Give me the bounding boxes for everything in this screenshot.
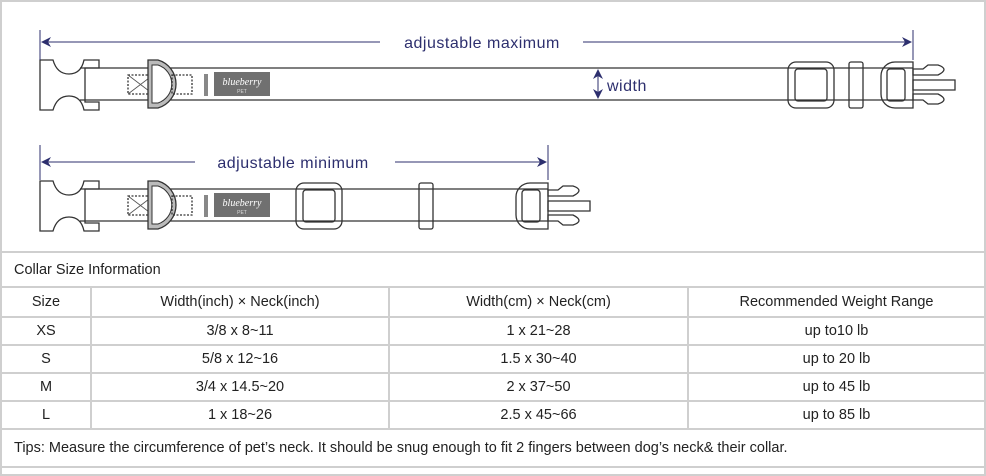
width-label: width (606, 78, 647, 95)
buckle-prongs (547, 185, 591, 226)
male-buckle (880, 61, 914, 109)
cell-weight: up to 20 lb (687, 344, 986, 374)
header-inch: Width(inch) × Neck(inch) (90, 286, 390, 318)
table-title: Collar Size Information (0, 251, 986, 288)
stitch-box (127, 195, 154, 216)
header-size: Size (0, 286, 92, 318)
cell-weight: up to 45 lb (687, 372, 986, 402)
cell-weight: up to 85 lb (687, 400, 986, 430)
collar-max-illustration: blueberry PET (39, 59, 956, 111)
collar-min-illustration: blueberry PET (39, 180, 591, 232)
female-buckle (39, 59, 100, 111)
stitch-box (127, 74, 154, 95)
adjustable-minimum-label: adjustable minimum (217, 155, 368, 172)
adjustable-maximum-label: adjustable maximum (404, 35, 560, 52)
header-cm: Width(cm) × Neck(cm) (388, 286, 689, 318)
table-header-row: Size Width(inch) × Neck(inch) Width(cm) … (0, 286, 986, 318)
slide-adjuster (787, 61, 835, 109)
tips-text: Tips: Measure the circumference of pet’s… (0, 428, 986, 468)
brand-logo (214, 193, 270, 217)
female-buckle (39, 180, 100, 232)
cell-cm: 1.5 x 30~40 (388, 344, 689, 374)
svg-text:PET: PET (237, 89, 247, 95)
cell-inch: 5/8 x 12~16 (90, 344, 390, 374)
cell-size: S (0, 344, 92, 374)
cell-cm: 2 x 37~50 (388, 372, 689, 402)
svg-text:PET: PET (237, 210, 247, 216)
header-weight: Recommended Weight Range (687, 286, 986, 318)
cell-size: L (0, 400, 92, 430)
cell-cm: 1 x 21~28 (388, 316, 689, 346)
buckle-prongs (912, 64, 956, 105)
strap-keeper (418, 182, 434, 230)
brand-logo (214, 72, 270, 96)
slide-adjuster (295, 182, 343, 230)
strap-keeper (848, 61, 864, 109)
male-buckle (515, 182, 549, 230)
cell-weight: up to10 lb (687, 316, 986, 346)
cell-size: M (0, 372, 92, 402)
collar-diagram: blueberry PET blueberry PET adjustable m… (39, 30, 956, 232)
size-table: Collar Size Information Size Width(inch)… (0, 251, 986, 468)
cell-inch: 1 x 18~26 (90, 400, 390, 430)
svg-text:blueberry: blueberry (223, 77, 262, 88)
cell-size: XS (0, 316, 92, 346)
cell-inch: 3/8 x 8~11 (90, 316, 390, 346)
cell-inch: 3/4 x 14.5~20 (90, 372, 390, 402)
cell-cm: 2.5 x 45~66 (388, 400, 689, 430)
svg-text:blueberry: blueberry (223, 198, 262, 209)
